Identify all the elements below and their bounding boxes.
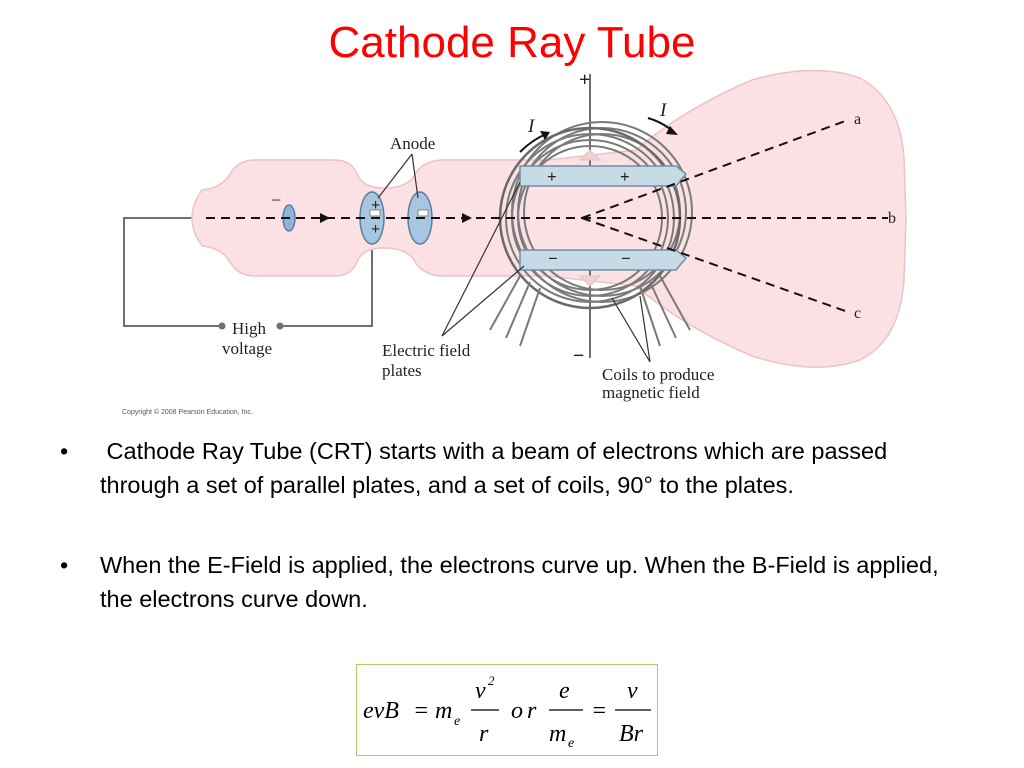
formula-me1: m — [435, 698, 452, 724]
electron-beam — [206, 119, 888, 313]
plate-top — [519, 165, 688, 187]
anode-plus-bottom: + — [371, 221, 380, 238]
electric-field-label-1: Electric field — [382, 341, 471, 360]
beam-c-label: c — [854, 305, 861, 322]
beam-direction-arrows — [320, 213, 472, 223]
top-terminal-label: + — [579, 69, 590, 91]
anode-plus-top: + — [371, 197, 380, 214]
current-arrows — [519, 117, 678, 153]
high-voltage-label-2: voltage — [222, 339, 272, 358]
formula-frac2-den-sub: e — [568, 736, 574, 751]
current-left-label: I — [527, 116, 536, 137]
plate-bottom — [519, 249, 688, 271]
coils-label-1: Coils to produce — [602, 365, 714, 384]
formula-frac1-num: v — [475, 678, 486, 704]
plate-top-right-sign: + — [620, 167, 630, 186]
formula-lhs: evB — [363, 698, 399, 724]
anode-label: Anode — [390, 134, 435, 153]
formula-frac3-num: v — [627, 678, 638, 704]
bullet-symbol: • — [60, 438, 69, 464]
formula-frac2-den: m — [549, 721, 566, 747]
bullet-symbol: • — [60, 552, 69, 578]
beam-a-label: a — [854, 111, 861, 128]
plate-top-left-sign: + — [547, 167, 557, 186]
formula-eq1: = — [413, 698, 429, 724]
formula-box: evB = m e v 2 r or e m e = v Br — [356, 664, 658, 756]
electric-field-label-2: plates — [382, 361, 422, 380]
tube-body — [191, 69, 907, 368]
formula-frac1-exp: 2 — [488, 673, 495, 688]
formula-frac2-num: e — [559, 678, 570, 704]
bullet-text: Cathode Ray Tube (CRT) starts with a bea… — [100, 438, 894, 498]
formula: evB = m e v 2 r or e m e = v Br — [363, 673, 651, 751]
copyright-text: Copyright © 2008 Pearson Education, Inc. — [122, 408, 253, 416]
bottom-terminal-label: − — [573, 345, 584, 367]
high-voltage-label-1: High — [232, 319, 267, 338]
formula-or: or — [511, 698, 540, 724]
bullet-list: • Cathode Ray Tube (CRT) starts with a b… — [58, 434, 968, 662]
formula-frac1-den: r — [479, 721, 489, 747]
plate-bottom-left-sign: − — [548, 249, 558, 268]
bullet-item: • When the E-Field is applied, the elect… — [58, 548, 968, 616]
current-right-label: I — [659, 100, 668, 121]
bullet-text: When the E-Field is applied, the electro… — [100, 552, 939, 612]
bullet-item: • Cathode Ray Tube (CRT) starts with a b… — [58, 434, 968, 502]
electric-field-plates — [519, 149, 688, 287]
slide-title: Cathode Ray Tube — [328, 18, 696, 67]
leader-lines — [377, 153, 651, 363]
formula-me1-sub: e — [454, 714, 460, 729]
beam-b-label: b — [888, 210, 896, 227]
plate-bottom-right-sign: − — [621, 249, 631, 268]
formula-frac3-den: Br — [619, 721, 644, 747]
crt-diagram: + − Anode − + + + + − − I I a b c High v… — [122, 69, 907, 416]
coils-label-2: magnetic field — [602, 383, 700, 402]
formula-eq2: = — [591, 698, 607, 724]
cathode-sign: − — [271, 190, 281, 210]
